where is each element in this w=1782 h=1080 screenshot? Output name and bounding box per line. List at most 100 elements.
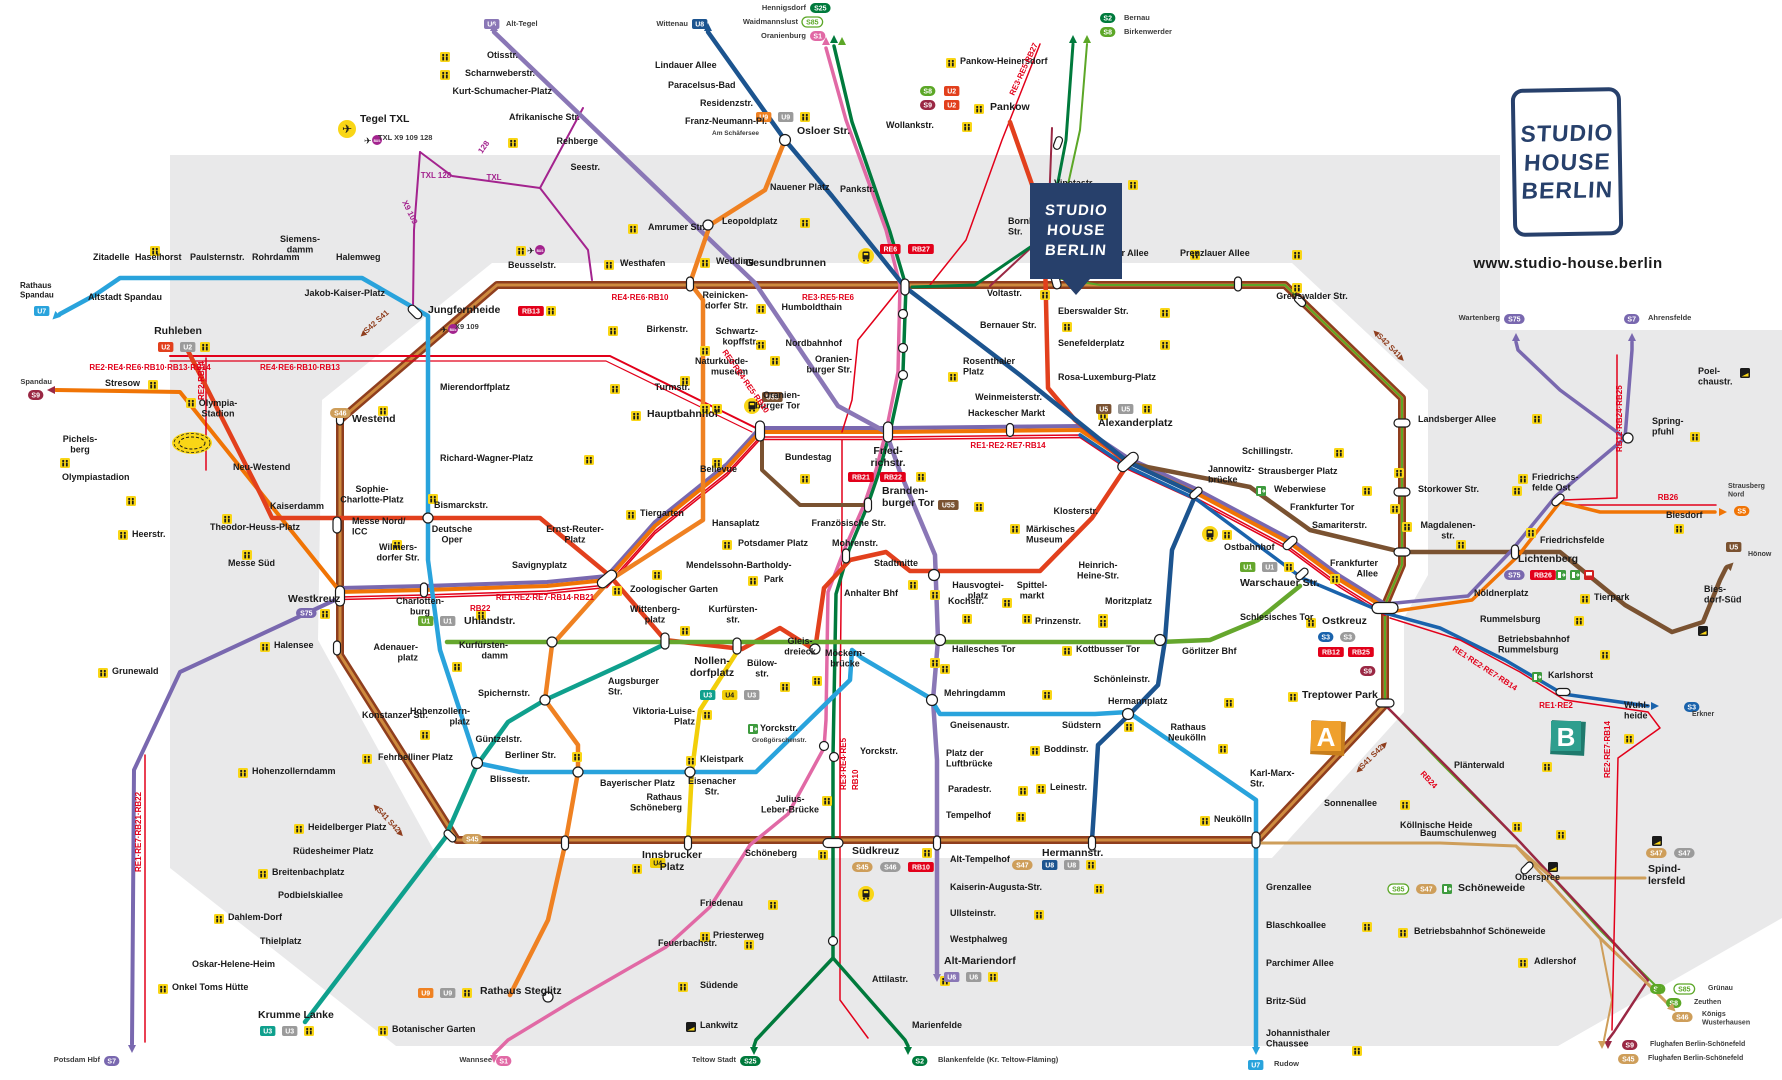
station-node <box>822 837 844 849</box>
lift-icon <box>260 642 270 652</box>
station-node <box>818 740 830 752</box>
station-label: Jakob-Kaiser-Platz <box>304 288 385 298</box>
station-label: Spichernstr. <box>478 688 530 698</box>
lift-icon <box>1128 180 1138 190</box>
badge-S46 <box>330 408 351 418</box>
station-label: Priesterweg <box>713 930 764 940</box>
station-node <box>422 512 434 524</box>
badge-text: U9 <box>781 115 790 122</box>
svg-text:✈: ✈ <box>364 136 372 146</box>
station-node <box>1189 486 1203 500</box>
station-label: Potsdamer Platz <box>738 538 809 548</box>
terminus-arrow <box>1667 1003 1676 1012</box>
lift-icon <box>1674 524 1684 534</box>
badge-text: U8 <box>1045 863 1054 870</box>
station-label: Nollen-dorfplatz <box>690 655 734 679</box>
lift-icon <box>1624 734 1634 744</box>
badge-U8 <box>692 19 708 29</box>
lift-icon <box>1574 616 1584 626</box>
badge-S9 <box>920 100 936 110</box>
website-url: www.studio-house.berlin <box>1473 255 1663 272</box>
station-node <box>1121 707 1135 721</box>
lift-icon <box>800 218 810 228</box>
station-label: Onkel Toms Hütte <box>172 982 248 992</box>
station-label: Pankstr. <box>840 184 875 194</box>
badge-text: S2 <box>1103 16 1112 23</box>
station-label: Hackescher Markt <box>968 408 1045 418</box>
station-label: Marienfelde <box>912 1020 962 1030</box>
terminus-arrow <box>830 35 838 43</box>
badge-RB22 <box>880 472 906 482</box>
station-node <box>897 308 909 320</box>
station-node <box>542 991 554 1003</box>
badge-text: U3 <box>747 693 756 700</box>
station-label: Wannsee <box>459 1055 492 1064</box>
line-s5-east <box>1387 500 1717 614</box>
lift-icon <box>722 540 732 550</box>
station-label: Weinmeisterstr. <box>975 392 1042 402</box>
badge-S85 <box>1673 983 1696 995</box>
zone-B-marker: B <box>1550 720 1586 756</box>
badge-U4 <box>650 858 666 868</box>
station-label: Otisstr. <box>487 50 518 60</box>
rail-label: RE1·RE2 <box>1539 701 1573 710</box>
lift-icon <box>1284 562 1294 572</box>
door-icon <box>1556 570 1566 580</box>
studio-house-map-badge: STUDIO HOUSE BERLIN <box>1030 183 1122 295</box>
badge-text: U3 <box>263 1029 272 1036</box>
lift-icon <box>988 972 998 982</box>
station-label: Blaschkoallee <box>1266 920 1326 930</box>
fern-icon <box>1652 836 1662 846</box>
rail-label: RE2·RE7·RB14 <box>1603 721 1612 778</box>
station-label: Westkreuz <box>288 593 340 605</box>
lift-icon <box>604 260 614 270</box>
station-label: Friedenau <box>700 898 743 908</box>
badge-text: S47 <box>1678 851 1691 858</box>
line-txl-x9 <box>412 151 421 309</box>
badge-text: U5 <box>1099 407 1108 414</box>
station-label: Birkenwerder <box>1124 27 1172 36</box>
station-node <box>685 276 695 292</box>
line-band-purple <box>338 424 1387 606</box>
station-label: Grenzallee <box>1266 882 1312 892</box>
lift-icon <box>631 411 641 421</box>
station-node <box>1052 136 1064 150</box>
tram-icon <box>1202 526 1218 542</box>
badge-text: S25 <box>814 6 827 13</box>
lift-icon <box>452 662 462 672</box>
badge-text: U7 <box>1251 1063 1260 1070</box>
badge-U6 <box>966 972 982 982</box>
station-label: Blissestr. <box>490 774 530 784</box>
door-icon <box>1532 672 1542 682</box>
station-node <box>1375 698 1395 708</box>
station-node <box>1295 567 1309 581</box>
lift-icon <box>200 342 210 352</box>
lift-icon <box>1292 250 1302 260</box>
lift-icon <box>118 530 128 540</box>
station-node <box>1117 451 1139 473</box>
station-label: Bernauer Str. <box>980 320 1037 330</box>
station-label: Bayerischer Platz <box>600 778 676 788</box>
lift-icon <box>1690 432 1700 442</box>
station-label: Prenzlauer Allee <box>1180 248 1250 258</box>
station-node <box>1393 487 1411 497</box>
terminus-arrow <box>1069 35 1077 43</box>
badge-S1 <box>810 31 826 41</box>
lift-icon <box>572 752 582 762</box>
station-label: Südende <box>700 980 738 990</box>
station-label: Pichels-berg <box>63 434 98 455</box>
station-label: Bismarckstr. <box>434 500 488 510</box>
line-u5 <box>1129 461 1729 635</box>
badge-S47 <box>1646 848 1667 858</box>
badge-text: U9 <box>421 991 430 998</box>
badge-text: U55 <box>766 395 779 402</box>
station-label: Amrumer Str. <box>648 222 705 232</box>
station-label: Bülow-str. <box>747 658 777 679</box>
logo-line2: HOUSE <box>1522 147 1612 176</box>
map-badge-line3: BERLIN <box>1044 242 1108 260</box>
terminus-arrow <box>1604 1041 1612 1049</box>
lift-icon <box>686 756 696 766</box>
badge-U1 <box>1262 562 1278 572</box>
